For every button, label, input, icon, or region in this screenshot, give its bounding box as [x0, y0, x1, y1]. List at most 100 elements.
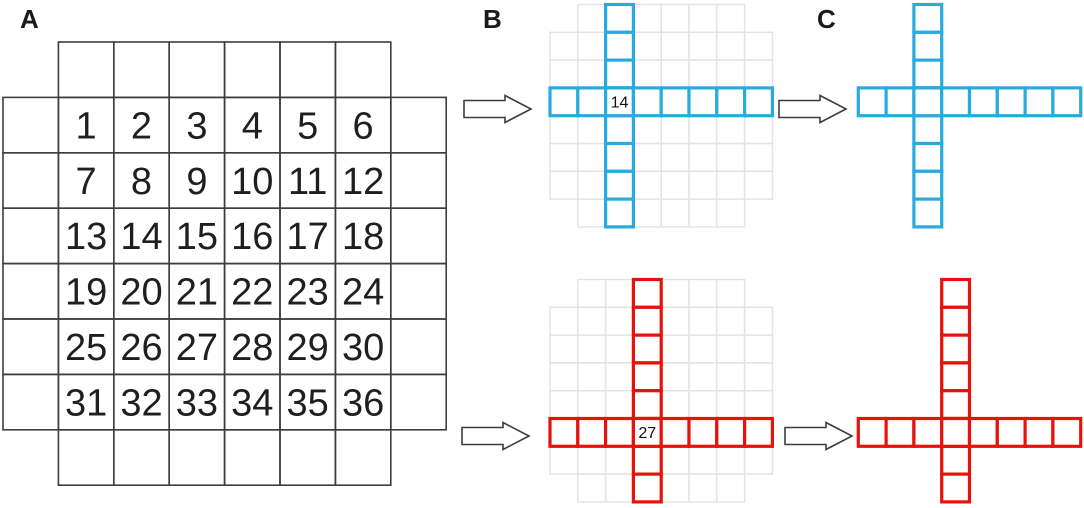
kernel-cell-blue — [576, 86, 608, 118]
background-grid-cell — [577, 59, 607, 89]
background-grid-cell — [716, 31, 746, 61]
background-grid-cell — [660, 306, 690, 336]
panel-a-grid-cell — [2, 207, 60, 265]
grid-number: 7 — [76, 161, 97, 203]
background-grid-cell — [604, 362, 635, 392]
kernel-cell-blue — [659, 86, 691, 118]
kernel-cell-red — [940, 389, 972, 421]
background-grid-cell — [743, 362, 774, 392]
panel-a-grid-cell — [168, 428, 226, 486]
background-grid-cell — [688, 59, 718, 89]
background-grid-cell — [604, 306, 635, 336]
background-grid-cell — [688, 334, 718, 364]
kernel-cell-blue — [884, 86, 916, 118]
grid-number: 36 — [342, 382, 384, 424]
background-grid-cell — [688, 473, 718, 503]
background-grid-cell — [577, 114, 607, 145]
kernel-cell-blue — [912, 197, 944, 229]
background-grid-cell — [743, 334, 774, 364]
panel-a-grid-cell — [113, 41, 171, 99]
grid-number: 33 — [176, 382, 218, 424]
background-grid-cell — [604, 445, 635, 475]
kernel-center-label: 27 — [638, 425, 656, 442]
grid-number: 21 — [176, 272, 218, 314]
background-grid-cell — [632, 170, 662, 200]
kernel-cell-blue — [912, 169, 944, 201]
kernel-cell-red — [995, 416, 1027, 448]
panel-a-grid-cell — [389, 207, 447, 265]
background-grid-cell — [577, 31, 607, 61]
background-grid-cell — [577, 170, 607, 200]
grid-number: 5 — [297, 105, 318, 147]
kernel-cell-red — [687, 416, 719, 448]
background-grid-cell — [688, 445, 718, 475]
grid-number: 3 — [186, 105, 207, 147]
background-grid-cell — [743, 59, 774, 89]
panel-a-grid-cell — [279, 41, 337, 99]
kernel-cell-red — [940, 444, 972, 476]
background-grid-cell — [549, 334, 579, 364]
background-grid-cell — [688, 278, 718, 308]
grid-number: 14 — [120, 216, 162, 258]
grid-number: 13 — [65, 216, 107, 258]
background-grid-cell — [549, 142, 579, 172]
background-grid-cell — [549, 170, 579, 200]
grid-number: 35 — [287, 382, 329, 424]
kernel-cell-red — [631, 444, 663, 476]
grid-number: 29 — [287, 327, 329, 369]
grid-number: 20 — [120, 272, 162, 314]
grid-number: 12 — [342, 161, 384, 203]
kernel-cell-blue — [1051, 86, 1083, 118]
background-grid-cell — [660, 59, 690, 89]
kernel-cell-red — [631, 305, 663, 337]
background-grid-cell — [716, 306, 746, 336]
grid-number: 26 — [120, 327, 162, 369]
kernel-cell-blue — [912, 114, 944, 146]
kernel-cell-blue — [687, 86, 719, 118]
kernel-cell-blue — [603, 114, 635, 146]
background-grid-cell — [716, 362, 746, 392]
panel-a-grid-cell — [389, 152, 447, 210]
background-grid-cell — [577, 278, 607, 308]
background-grid-cell — [716, 142, 746, 172]
kernel-cell-blue — [603, 58, 635, 90]
kernel-cell-blue — [856, 86, 888, 118]
grid-number: 32 — [120, 382, 162, 424]
background-grid-cell — [632, 142, 662, 172]
kernel-cell-red — [940, 277, 972, 309]
panel-a-grid-cell — [334, 41, 392, 99]
grid-number: 6 — [353, 105, 374, 147]
background-grid-cell — [660, 390, 690, 420]
background-grid-cell — [688, 362, 718, 392]
kernel-cell-red — [715, 416, 747, 448]
background-grid-cell — [743, 390, 774, 420]
background-grid-cell — [743, 306, 774, 336]
kernel-cell-blue — [631, 86, 663, 118]
kernel-center-label: 14 — [611, 94, 629, 111]
grid-number: 10 — [231, 161, 273, 203]
kernel-cell-red — [940, 416, 972, 448]
kernel-cell-blue — [940, 86, 972, 118]
background-grid-cell — [604, 334, 635, 364]
background-grid-cell — [716, 170, 746, 200]
kernel-cell-red — [940, 333, 972, 365]
background-grid-cell — [716, 473, 746, 503]
background-grid-cell — [577, 334, 607, 364]
background-grid-cell — [577, 3, 607, 33]
background-grid-cell — [688, 114, 718, 145]
kernel-cell-red — [1023, 416, 1055, 448]
background-grid-cell — [660, 114, 690, 145]
grid-number: 1 — [76, 105, 97, 147]
background-grid-cell — [660, 198, 690, 228]
background-grid-cell — [660, 278, 690, 308]
background-grid-cell — [660, 473, 690, 503]
grid-number: 27 — [176, 327, 218, 369]
background-grid-cell — [549, 59, 579, 89]
panel-a-grid-cell — [389, 373, 447, 431]
kernel-cell-blue — [912, 30, 944, 62]
kernel-cell-blue — [548, 86, 580, 118]
grid-number: 18 — [342, 216, 384, 258]
panel-a-grid-cell — [2, 373, 60, 431]
grid-number: 4 — [242, 105, 263, 147]
